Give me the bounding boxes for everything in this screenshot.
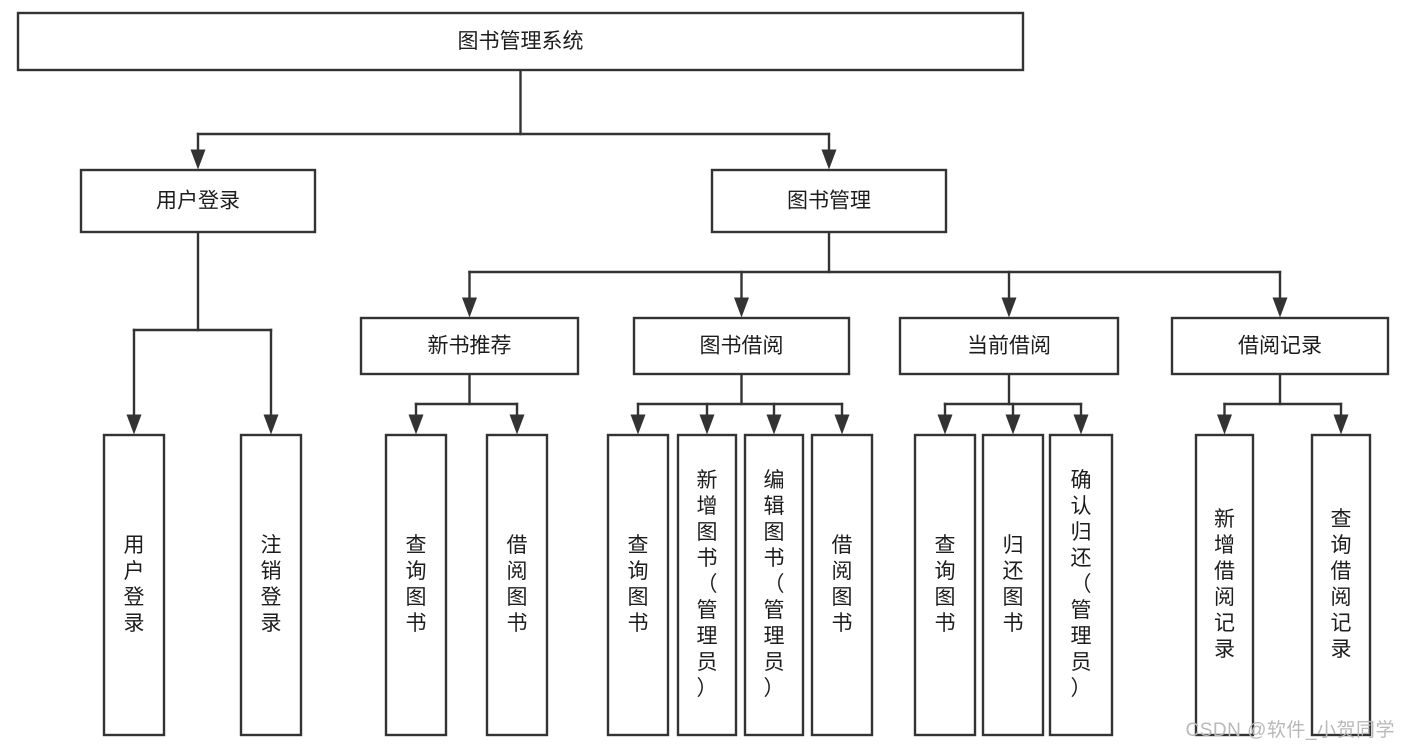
node-new-book-recommend[interactable]: 新书推荐: [359, 316, 580, 376]
node-box[interactable]: [79, 168, 317, 234]
node-label: 归还图书: [1003, 534, 1024, 635]
node-current-return-book[interactable]: 归还图书: [981, 433, 1045, 737]
node-user-login[interactable]: 用户登录: [79, 168, 317, 234]
node-label: 编辑图书（管理员）: [764, 469, 785, 700]
node-label: 查询借阅记录: [1331, 508, 1352, 661]
node-box[interactable]: [710, 168, 948, 234]
node-label: 查询图书: [935, 534, 956, 635]
node-book-borrow[interactable]: 图书借阅: [632, 316, 851, 376]
node-box[interactable]: [810, 433, 874, 737]
arrow-head-icon: [1217, 414, 1232, 435]
node-box[interactable]: [1170, 316, 1390, 376]
node-box[interactable]: [384, 433, 448, 737]
node-box[interactable]: [606, 433, 670, 737]
arrow-head-icon: [462, 297, 477, 318]
node-box[interactable]: [981, 433, 1045, 737]
node-current-borrow[interactable]: 当前借阅: [898, 316, 1120, 376]
arrow-head-icon: [630, 414, 646, 435]
arrow-head-icon: [699, 414, 715, 435]
node-label: 注销登录: [261, 534, 282, 635]
arrow-head-icon: [509, 414, 525, 435]
arrow-head-icon: [126, 414, 142, 435]
node-box[interactable]: [632, 316, 851, 376]
node-layer: 图书管理系统用户登录用户登录注销登录图书管理新书推荐查询图书借阅图书图书借阅查询…: [16, 11, 1390, 737]
node-label: 确认归还（管理员）: [1071, 469, 1092, 700]
node-recommend-borrow-book[interactable]: 借阅图书: [485, 433, 549, 737]
node-box[interactable]: [1048, 433, 1114, 737]
node-borrow-borrow-book[interactable]: 借阅图书: [810, 433, 874, 737]
node-root[interactable]: 图书管理系统: [16, 11, 1025, 72]
node-book-management[interactable]: 图书管理: [710, 168, 948, 234]
arrow-head-icon: [1333, 414, 1349, 435]
node-box[interactable]: [676, 433, 738, 737]
node-box[interactable]: [1194, 433, 1255, 737]
node-label: 借阅图书: [832, 534, 853, 635]
arrow-head-icon: [821, 149, 837, 170]
node-box[interactable]: [485, 433, 549, 737]
node-leaf-user-login[interactable]: 用户登录: [102, 433, 166, 737]
node-label: 当前借阅: [967, 335, 1051, 358]
node-recommend-query-book[interactable]: 查询图书: [384, 433, 448, 737]
arrow-head-icon: [766, 414, 782, 435]
node-label: 图书管理: [787, 190, 871, 213]
node-record-add[interactable]: 新增借阅记录: [1194, 433, 1255, 737]
node-label: 查询图书: [406, 534, 427, 635]
node-borrow-edit-book[interactable]: 编辑图书（管理员）: [743, 433, 805, 737]
node-label: 用户登录: [124, 534, 145, 635]
node-label: 图书借阅: [700, 335, 784, 358]
node-label: 用户登录: [156, 190, 240, 213]
node-record-query[interactable]: 查询借阅记录: [1310, 433, 1372, 737]
arrow-head-icon: [1005, 414, 1021, 435]
node-label: 借阅图书: [507, 534, 528, 635]
node-box[interactable]: [743, 433, 805, 737]
node-label: 借阅记录: [1238, 335, 1322, 358]
arrow-head-icon: [1272, 297, 1288, 318]
arrow-head-icon: [263, 414, 279, 435]
node-current-query-book[interactable]: 查询图书: [913, 433, 977, 737]
node-current-confirm-return[interactable]: 确认归还（管理员）: [1048, 433, 1114, 737]
node-label: 查询图书: [628, 534, 649, 635]
arrow-head-icon: [937, 414, 953, 435]
node-box[interactable]: [898, 316, 1120, 376]
node-leaf-logout[interactable]: 注销登录: [239, 433, 303, 737]
arrow-head-icon: [734, 297, 749, 318]
node-box[interactable]: [1310, 433, 1372, 737]
node-borrow-record[interactable]: 借阅记录: [1170, 316, 1390, 376]
node-box[interactable]: [239, 433, 303, 737]
node-box[interactable]: [913, 433, 977, 737]
node-borrow-query-book[interactable]: 查询图书: [606, 433, 670, 737]
arrow-head-icon: [1001, 297, 1017, 318]
node-label: 新增图书（管理员）: [697, 469, 718, 700]
node-borrow-add-book[interactable]: 新增图书（管理员）: [676, 433, 738, 737]
arrow-head-icon: [408, 414, 424, 435]
node-box[interactable]: [359, 316, 580, 376]
arrow-head-icon: [1073, 414, 1089, 435]
node-label: 新书推荐: [428, 335, 512, 358]
node-label: 图书管理系统: [458, 30, 584, 53]
node-box[interactable]: [102, 433, 166, 737]
node-label: 新增借阅记录: [1214, 508, 1235, 661]
arrow-head-icon: [834, 414, 850, 435]
arrow-head-icon: [190, 149, 206, 170]
connector-layer: [126, 68, 1349, 435]
node-box[interactable]: [16, 11, 1025, 72]
